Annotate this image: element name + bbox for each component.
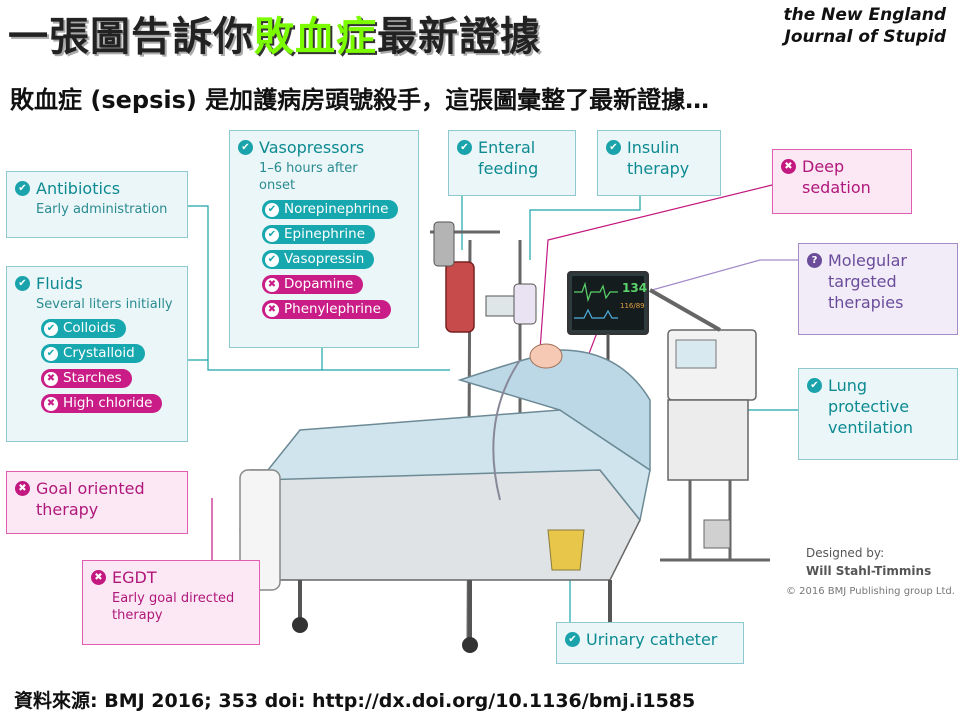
vasopressor-item-label: Epinephrine [284,226,365,242]
logo-line1: the New England [783,5,946,25]
enteral-feeding-box: ✔ Enteral feeding [448,130,576,196]
credit-line1: Designed by: [806,546,885,560]
cross-icon: ✖ [44,396,58,411]
goal-oriented-box: ✖ Goal oriented therapy [6,471,188,534]
cross-icon: ✖ [91,570,106,585]
question-icon: ? [807,253,822,268]
deep-sedation-title: Deep sedation [802,157,871,197]
molecular-title: Molegular targeted therapies [828,251,908,312]
fluids-sub: Several liters initially [36,297,173,312]
antibiotics-title: Antibiotics [36,179,121,198]
vasopressors-sub: 1–6 hours after onset [259,161,358,193]
check-icon: ✔ [565,632,580,647]
check-icon: ✔ [457,140,472,155]
vasopressor-item-phenylephrine: ✖ Phenylephrine [262,300,391,319]
check-icon: ✔ [44,346,58,361]
cross-icon: ✖ [15,481,30,496]
cross-icon: ✖ [781,159,796,174]
monitor-hr: 134 [622,281,647,295]
goal-title: Goal oriented therapy [36,479,145,519]
egdt-box: ✖ EGDT Early goal directed therapy [82,560,260,645]
cross-icon: ✖ [265,277,279,292]
vasopressor-item-label: Vasopressin [284,251,365,267]
title-part1: 一張圖告訴你 [8,14,254,60]
egdt-sub: Early goal directed therapy [112,591,235,623]
urinary-catheter-box: ✔ Urinary catheter [556,622,744,664]
vasopressors-title: Vasopressors [259,138,365,157]
deep-sedation-box: ✖ Deep sedation [772,149,912,214]
fluid-item-crystalloid: ✔ Crystalloid [41,344,145,363]
egdt-title: EGDT [112,568,157,587]
vasopressor-item-vasopressin: ✔ Vasopressin [262,250,375,269]
lung-ventilation-box: ✔ Lung protective ventilation [798,368,958,460]
cross-icon: ✖ [44,371,58,386]
vasopressor-item-epinephrine: ✔ Epinephrine [262,225,375,244]
check-icon: ✔ [238,140,253,155]
fluids-title: Fluids [36,274,83,293]
antibiotics-box: ✔ Antibiotics Early administration [6,171,188,238]
source-footer: 資料來源: BMJ 2016; 353 doi: http://dx.doi.o… [14,690,696,712]
fluid-item-colloids: ✔ Colloids [41,319,126,338]
vasopressor-item-label: Phenylephrine [284,301,381,317]
title-part2: 最新證據 [377,14,541,60]
title-highlight: 敗血症 [254,14,377,60]
credit: Designed by: Will Stahl-Timmins [806,544,931,580]
molecular-therapies-box: ? Molegular targeted therapies [798,243,958,335]
insulin-title: Insulin therapy [627,138,690,178]
fluid-item-high-chloride: ✖ High chloride [41,394,163,413]
insulin-therapy-box: ✔ Insulin therapy [597,130,721,196]
enteral-title: Enteral feeding [478,138,539,178]
cross-icon: ✖ [265,302,279,317]
vasopressor-item-label: Dopamine [284,276,354,292]
fluid-item-starches: ✖ Starches [41,369,132,388]
check-icon: ✔ [44,321,58,336]
check-icon: ✔ [265,227,279,242]
journal-logo: the New England Journal of Stupid [783,4,946,48]
check-icon: ✔ [807,378,822,393]
vasopressor-item-label: Norepinephrine [284,201,389,217]
credit-line2: Will Stahl-Timmins [806,564,932,578]
vasopressor-item-norepinephrine: ✔ Norepinephrine [262,200,399,219]
vasopressors-box: ✔ Vasopressors 1–6 hours after onset ✔ Nor… [229,130,419,348]
logo-line2: Journal of Stupid [784,27,946,47]
urinary-title: Urinary catheter [586,630,718,649]
fluid-item-label: Starches [63,370,122,386]
fluid-item-label: Crystalloid [63,345,135,361]
fluids-box: ✔ Fluids Several liters initially ✔ Colloi… [6,266,188,442]
page-subtitle: 敗血症 (sepsis) 是加護病房頭號殺手，這張圖彙整了最新證據… [10,86,710,114]
fluid-item-label: High chloride [63,395,153,411]
check-icon: ✔ [606,140,621,155]
page-title: 一張圖告訴你敗血症最新證據 [8,4,541,62]
antibiotics-sub: Early administration [36,202,168,217]
fluid-item-label: Colloids [63,320,116,336]
lung-title: Lung protective ventilation [828,376,914,437]
check-icon: ✔ [15,276,30,291]
vasopressor-item-dopamine: ✖ Dopamine [262,275,364,294]
monitor-bp: 116/89 [620,302,645,310]
check-icon: ✔ [265,202,279,217]
check-icon: ✔ [15,181,30,196]
check-icon: ✔ [265,252,279,267]
copyright: © 2016 BMJ Publishing group Ltd. [786,586,955,597]
